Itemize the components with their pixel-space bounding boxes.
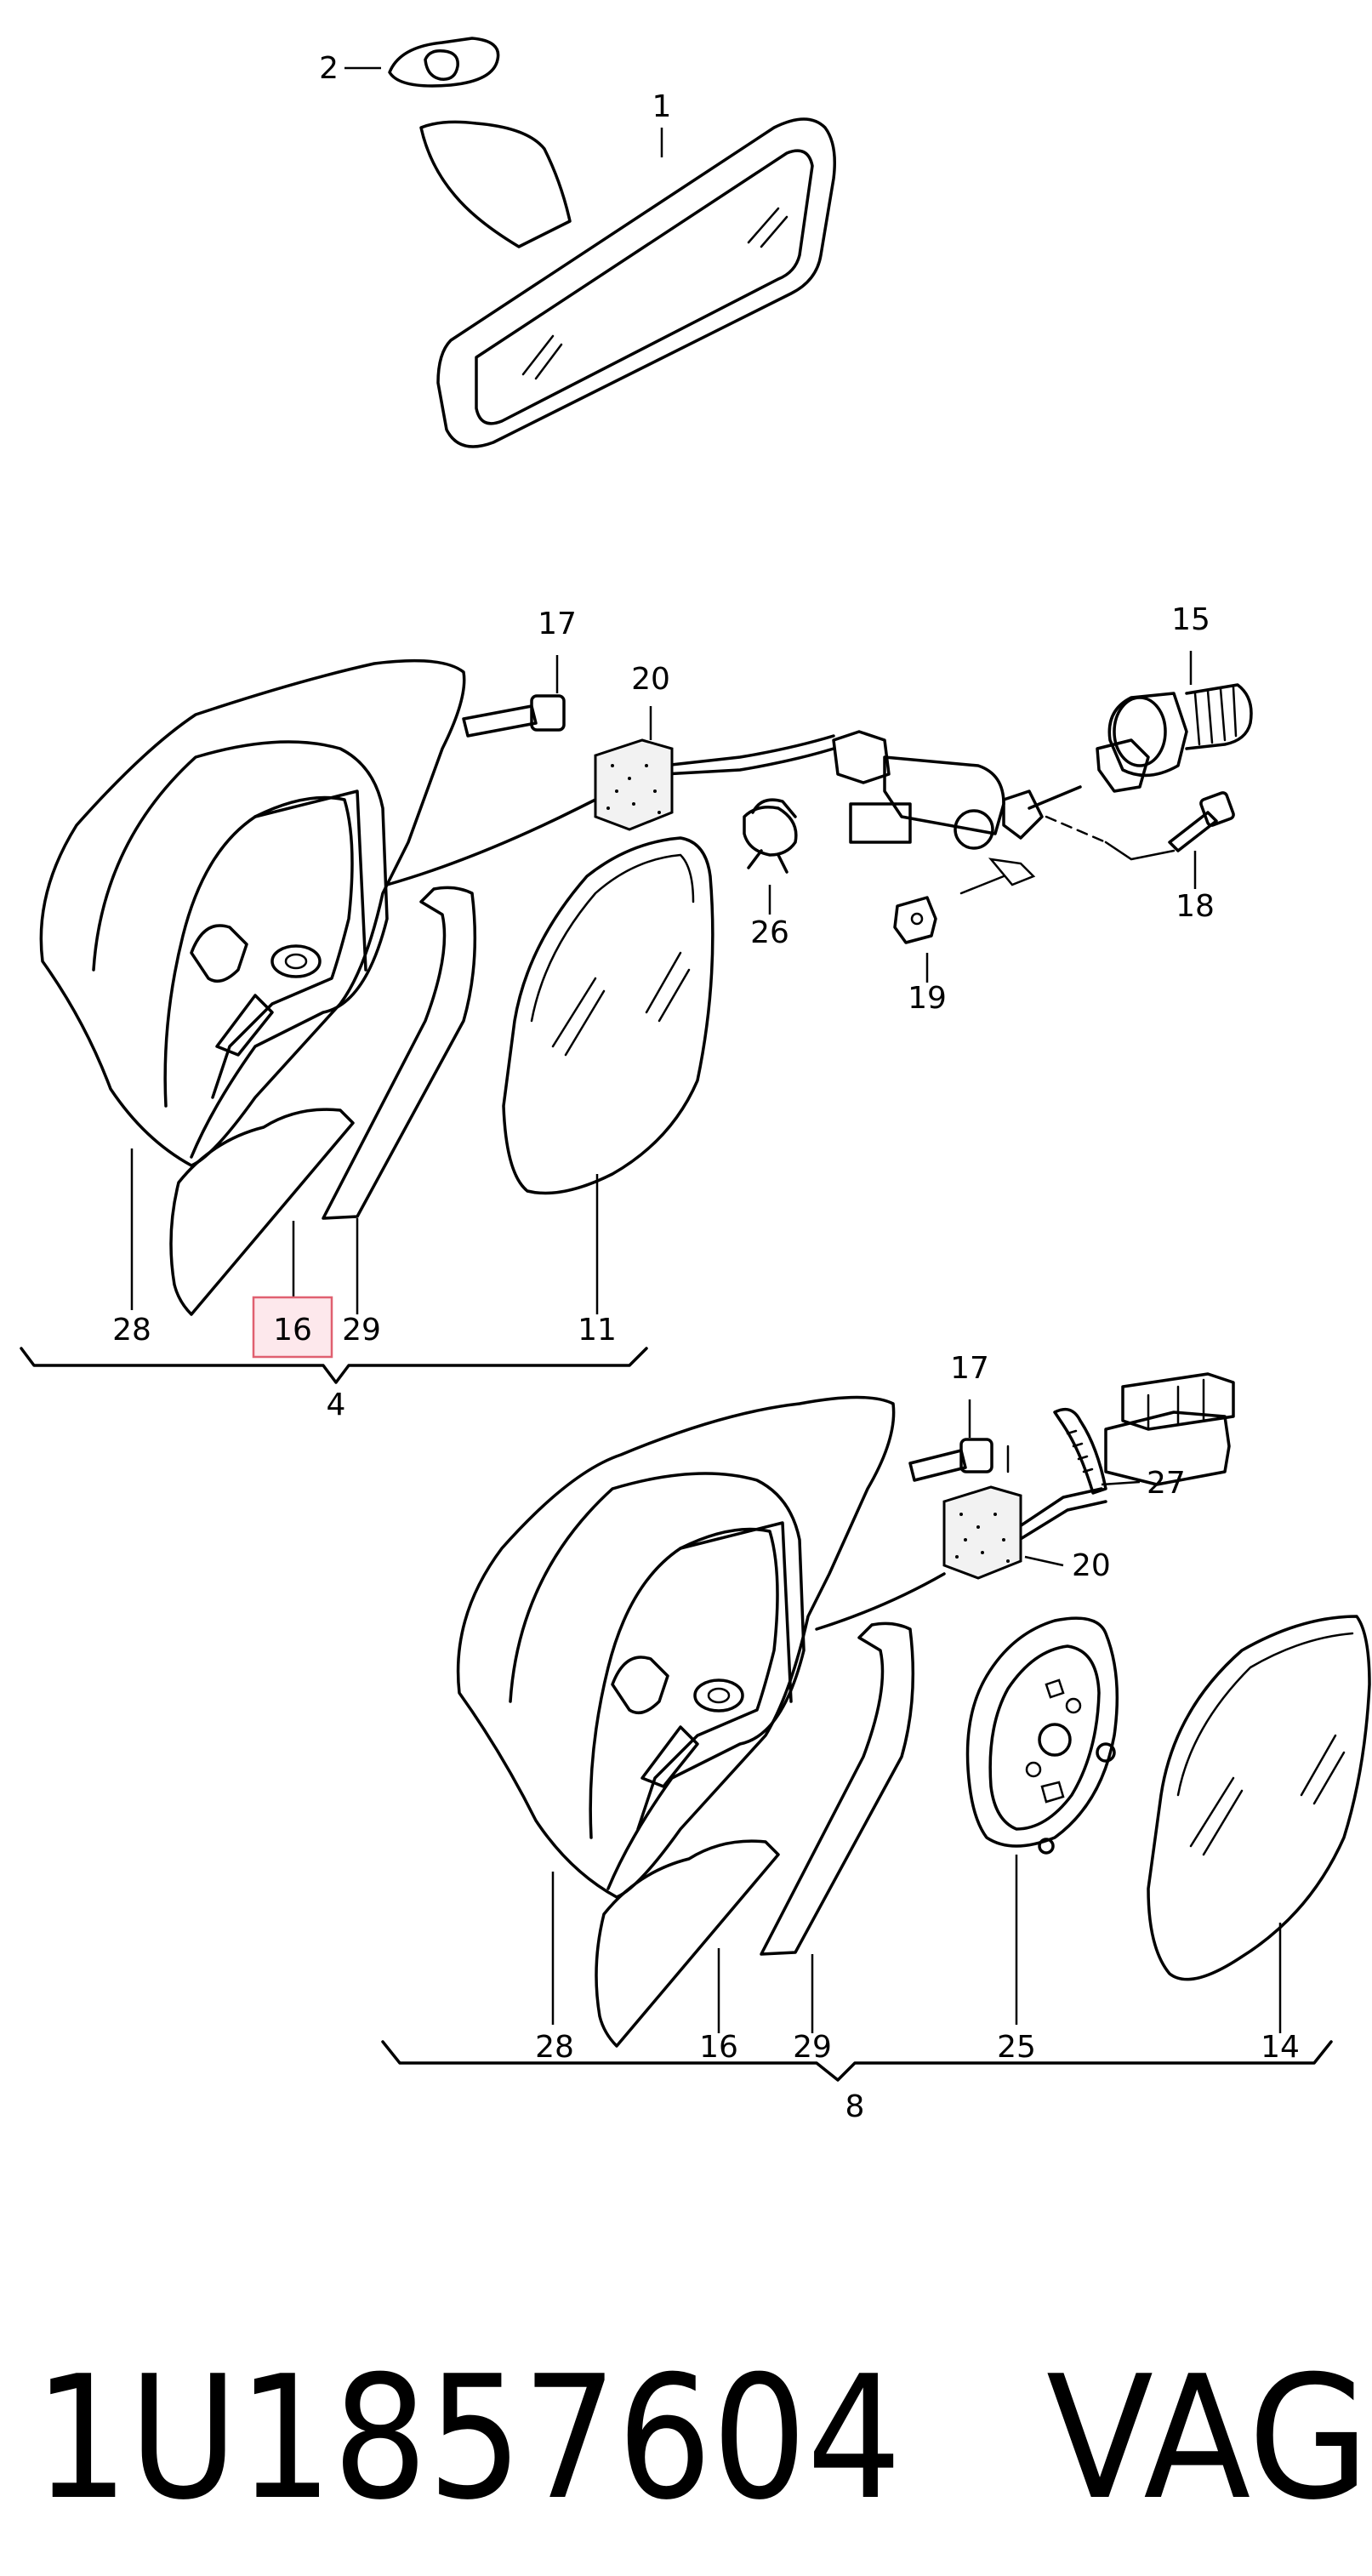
callout-14: 14 [1261, 2030, 1300, 2065]
callout-labels: 2 1 17 15 20 18 26 19 28 16 29 11 4 17 2… [112, 51, 1300, 2124]
callout-18: 18 [1176, 889, 1215, 924]
callout-1: 1 [652, 89, 672, 124]
assembly-8-bracket [381, 2040, 1333, 2082]
callout-28-top: 28 [112, 1313, 151, 1348]
callout-20-top: 20 [631, 662, 670, 697]
callout-29-bottom: 29 [793, 2030, 832, 2065]
assembly-4-bracket [20, 1347, 648, 1384]
callout-11: 11 [578, 1313, 617, 1348]
callout-16-bottom: 16 [699, 2030, 738, 2065]
callout-26: 26 [750, 915, 789, 950]
highlight-box-16 [252, 1296, 333, 1359]
callout-17-top: 17 [538, 607, 577, 641]
callout-19: 19 [908, 981, 947, 1016]
part-1-interior-mirror [419, 117, 836, 448]
callout-17-bottom: 17 [950, 1351, 989, 1386]
callout-27: 27 [1147, 1466, 1186, 1501]
brand-label: VAG [1046, 2339, 1369, 2538]
callout-8: 8 [845, 2089, 865, 2124]
assembly-4-outside-mirror [20, 651, 1253, 1384]
part-2-mount-clip [344, 37, 500, 88]
callout-25: 25 [997, 2030, 1036, 2065]
callout-29-top: 29 [342, 1313, 381, 1348]
callout-4: 4 [327, 1388, 346, 1422]
assembly-8-outside-mirror [381, 1372, 1371, 2082]
callout-2: 2 [319, 51, 339, 86]
callout-28-bottom: 28 [535, 2030, 574, 2065]
part-number: 1U1857604 [34, 2339, 902, 2538]
callout-16-top: 16 [273, 1313, 312, 1348]
callout-15: 15 [1171, 602, 1210, 637]
callout-20-bottom: 20 [1072, 1548, 1111, 1583]
